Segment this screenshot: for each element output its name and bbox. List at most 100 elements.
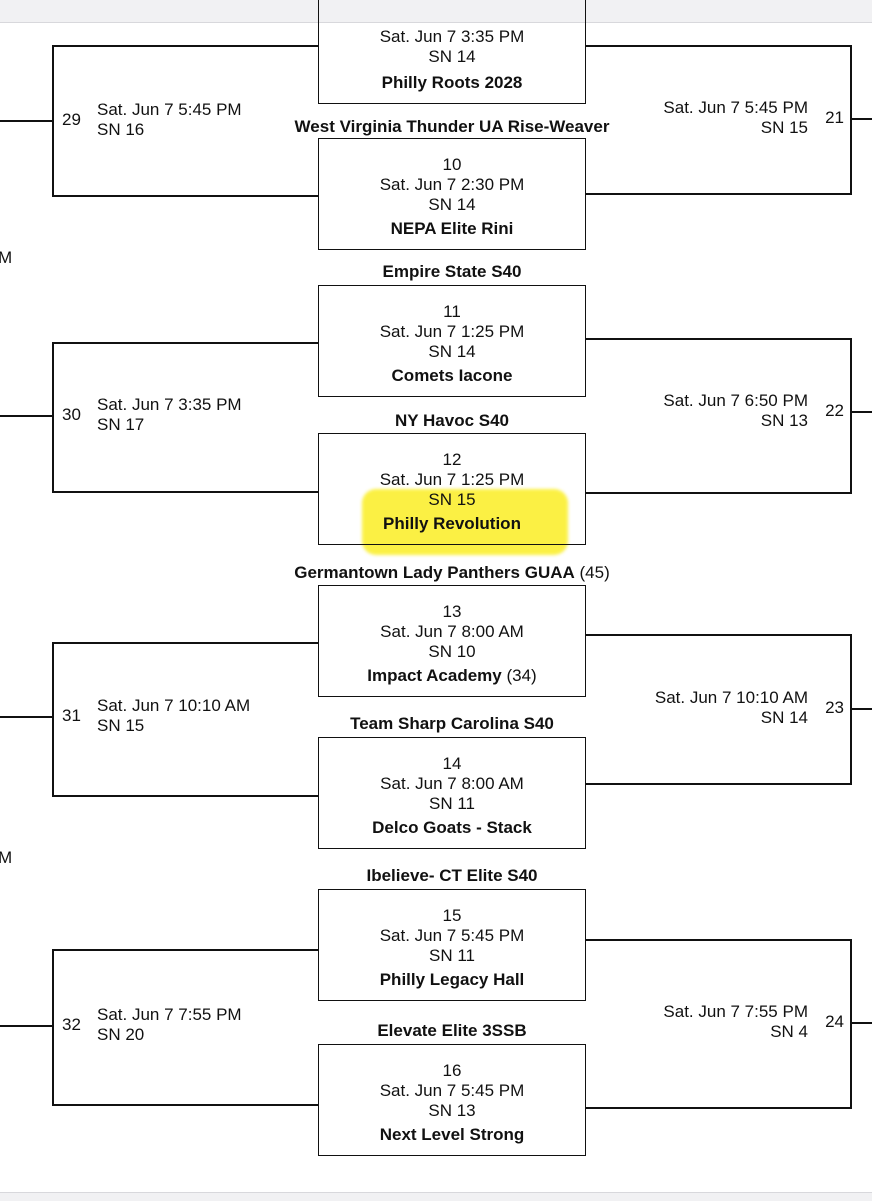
game-number: 24	[825, 1012, 844, 1031]
game-datetime: Sat. Jun 7 10:10 AM	[97, 696, 251, 715]
game-number: 23	[825, 698, 844, 717]
game-datetime: Sat. Jun 7 5:45 PM	[97, 100, 242, 119]
team-name-bottom[interactable]: Philly Revolution	[298, 514, 606, 534]
left-bracket-line	[52, 342, 54, 493]
team-name[interactable]: Team Sharp Carolina S40	[350, 714, 554, 733]
game-number: 22	[825, 401, 844, 420]
left-feed-line	[0, 716, 52, 718]
edge-fragment: M	[0, 848, 13, 867]
game-number: 30	[62, 405, 81, 424]
team-name[interactable]: Comets Iacone	[391, 366, 513, 385]
team-name[interactable]: Philly Legacy Hall	[379, 970, 525, 989]
team-name[interactable]: Delco Goats - Stack	[372, 818, 532, 837]
left-bracket-line	[52, 949, 54, 1106]
right-bracket-line	[586, 783, 852, 785]
right-bracket-line	[586, 939, 852, 941]
team-name-top[interactable]: Empire State S40	[278, 262, 626, 282]
team-name-top[interactable]: Germantown Lady Panthers GUAA (45)	[278, 563, 626, 583]
team-name[interactable]: NY Havoc S40	[394, 411, 510, 430]
game-number: 15	[442, 906, 462, 925]
game-box	[318, 433, 586, 545]
team-score: (34)	[501, 666, 537, 685]
edge-fragment: M	[0, 248, 13, 267]
top-scroll-edge	[0, 0, 872, 23]
team-name[interactable]: Philly Revolution	[383, 514, 521, 533]
game-number: 12	[442, 450, 462, 469]
team-name[interactable]: Germantown Lady Panthers GUAA	[294, 563, 575, 582]
team-name-bottom[interactable]: Philly Legacy Hall	[298, 970, 606, 990]
right-bracket-line	[586, 193, 852, 195]
game-box	[318, 1044, 586, 1156]
team-name[interactable]: NEPA Elite Rini	[390, 219, 514, 238]
right-bracket-line	[850, 634, 852, 785]
game-number: 14	[442, 754, 462, 773]
right-bracket-line	[850, 338, 852, 494]
game-court: SN 10	[428, 642, 476, 661]
right-feed-line	[852, 1022, 872, 1024]
game-number: 32	[62, 1015, 81, 1034]
left-feed-line	[0, 1025, 52, 1027]
game-box	[318, 889, 586, 1001]
game-number: 21	[825, 108, 844, 127]
game-datetime: Sat. Jun 7 7:55 PM	[663, 1002, 808, 1021]
right-bracket-line	[850, 939, 852, 1109]
game-datetime: Sat. Jun 7 5:45 PM	[663, 98, 808, 117]
game-datetime: Sat. Jun 7 7:55 PM	[97, 1005, 242, 1024]
team-name-top[interactable]: Elevate Elite 3SSB	[278, 1021, 626, 1041]
right-bracket-line	[586, 45, 852, 47]
team-name-bottom[interactable]: Comets Iacone	[298, 366, 606, 386]
right-bracket-line	[586, 634, 852, 636]
team-name[interactable]: Elevate Elite 3SSB	[377, 1021, 527, 1040]
bottom-scroll-edge	[0, 1192, 872, 1201]
team-name-top[interactable]: West Virginia Thunder UA Rise-Weaver	[278, 117, 626, 137]
team-name[interactable]: West Virginia Thunder UA Rise-Weaver	[294, 117, 610, 136]
game-datetime: Sat. Jun 7 6:50 PM	[663, 391, 808, 410]
game-datetime: Sat. Jun 7 1:25 PM	[379, 470, 525, 489]
right-bracket-line	[586, 1107, 852, 1109]
game-court: SN 17	[97, 415, 145, 434]
team-name[interactable]: Philly Roots 2028	[381, 73, 523, 92]
game-datetime: Sat. Jun 7 2:30 PM	[379, 175, 525, 194]
game-box	[318, 0, 586, 104]
game-number: 16	[442, 1061, 462, 1080]
game-datetime: Sat. Jun 7 8:00 AM	[380, 622, 524, 641]
team-name-bottom[interactable]: Impact Academy (34)	[298, 666, 606, 686]
game-datetime: Sat. Jun 7 3:35 PM	[97, 395, 242, 414]
right-feed-line	[852, 411, 872, 413]
game-court: SN 13	[760, 411, 808, 430]
left-bracket-line	[52, 342, 318, 344]
team-name-top[interactable]: NY Havoc S40	[278, 411, 626, 431]
game-box	[318, 285, 586, 397]
team-name-top[interactable]: Ibelieve- CT Elite S40	[278, 866, 626, 886]
team-name[interactable]: Empire State S40	[382, 262, 522, 281]
team-name-bottom[interactable]: Delco Goats - Stack	[298, 818, 606, 838]
game-court: SN 14	[428, 195, 476, 214]
team-name-bottom[interactable]: Philly Roots 2028	[298, 73, 606, 93]
game-court: SN 20	[97, 1025, 145, 1044]
team-name[interactable]: Ibelieve- CT Elite S40	[366, 866, 538, 885]
game-box	[318, 585, 586, 697]
team-name[interactable]: Next Level Strong	[379, 1125, 525, 1144]
right-bracket-line	[850, 45, 852, 195]
left-bracket-line	[52, 795, 318, 797]
game-datetime: Sat. Jun 7 8:00 AM	[380, 774, 524, 793]
left-bracket-line	[52, 491, 318, 493]
game-number: 13	[442, 602, 462, 621]
game-datetime: Sat. Jun 7 10:10 AM	[654, 688, 808, 707]
game-court: SN 15	[97, 716, 145, 735]
team-name-top[interactable]: Team Sharp Carolina S40	[278, 714, 626, 734]
left-feed-line	[0, 415, 52, 417]
left-bracket-line	[52, 642, 318, 644]
team-name-bottom[interactable]: NEPA Elite Rini	[298, 219, 606, 239]
game-court: SN 11	[429, 946, 475, 965]
game-court: SN 14	[428, 342, 476, 361]
game-number: 29	[62, 110, 81, 129]
left-bracket-line	[52, 642, 54, 797]
game-court: SN 15	[760, 118, 808, 137]
team-name-bottom[interactable]: Next Level Strong	[298, 1125, 606, 1145]
game-box	[318, 138, 586, 250]
left-bracket-line	[52, 1104, 318, 1106]
game-number: 31	[62, 706, 81, 725]
team-name[interactable]: Impact Academy	[367, 666, 502, 685]
